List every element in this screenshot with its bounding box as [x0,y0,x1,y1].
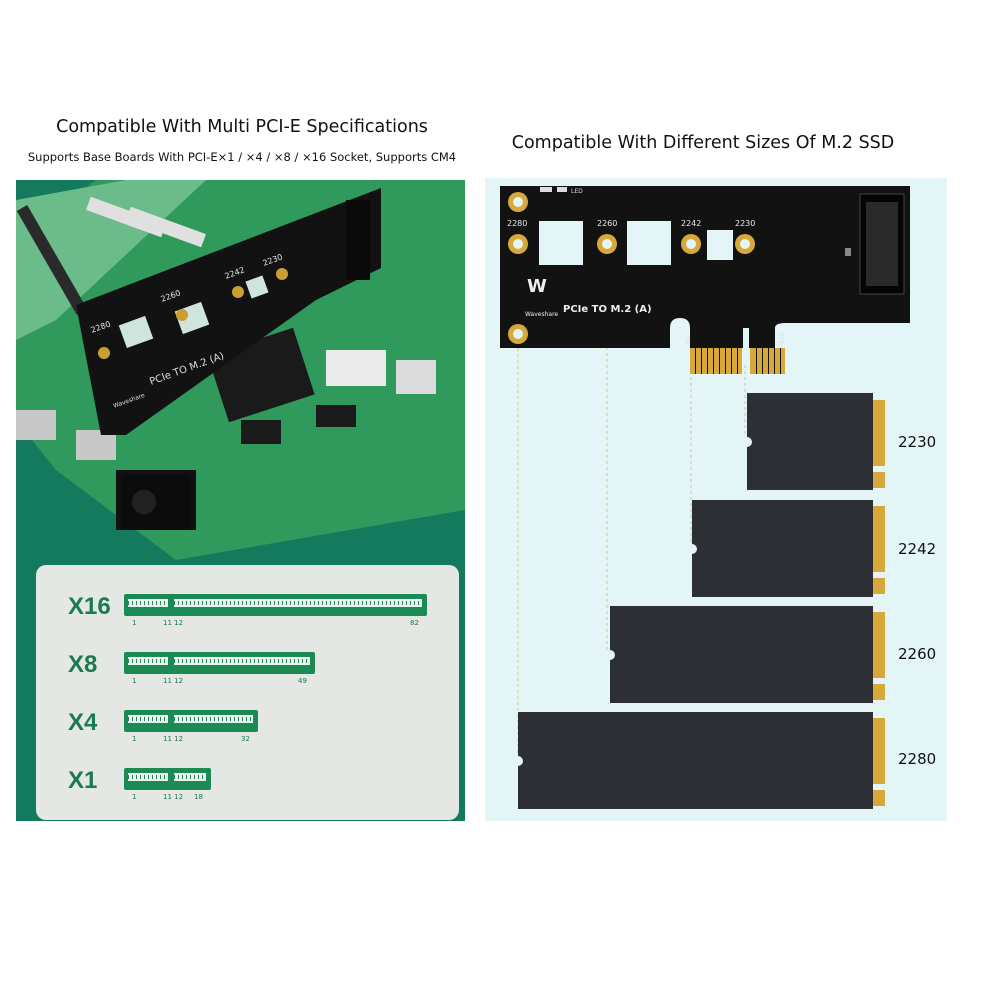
pcie-slot-card: X16 1 11 12 82 X8 1 11 12 49 X4 1 11 12 … [36,565,459,820]
right-hole-label-2280: 2280 [507,219,527,228]
brand-label: Waveshare [525,311,558,318]
left-title: Compatible With Multi PCI-E Specificatio… [56,117,428,137]
pcie-edge-connector-b [750,348,785,374]
ssd-2230 [742,393,885,490]
pin-label-b18: B18 [779,332,786,344]
x1-pin-key: 11 12 [163,793,184,801]
ssd-label-2260: 2260 [898,645,937,663]
right-hole-label-2242: 2242 [681,219,701,228]
right-hole-label-2230: 2230 [735,219,755,228]
x8-pin-key: 11 12 [163,677,184,685]
slot-label-x4: X4 [68,709,98,736]
led-label: LED [571,188,583,195]
x8-pin-end: 49 [298,677,307,685]
ssd-label-2280: 2280 [898,750,937,768]
ssd-label-2230: 2230 [898,433,937,451]
right-board-label: PCIe TO M.2 (A) [563,304,652,315]
pcie-x1-slot [124,768,211,790]
ssd-2242 [687,500,885,597]
x1-pin-end: 18 [194,793,203,801]
right-hole-label-2260: 2260 [597,219,617,228]
pcie-x8-slot [124,652,315,674]
ssd-label-2242: 2242 [898,540,937,558]
waveshare-logo: W [527,276,547,297]
pcie-edge-connector-a [690,348,742,374]
x1-pin-start: 1 [132,793,137,801]
slot-label-x8: X8 [68,651,98,678]
x4-pin-end: 32 [241,735,250,743]
adapter-board [500,186,910,348]
left-subtitle: Supports Base Boards With PCI-E×1 / ×4 /… [27,150,457,164]
ssd-2280 [513,712,885,809]
ssd-2260 [605,606,885,703]
slot-label-x1: X1 [68,767,98,794]
x16-pin-start: 1 [132,619,137,627]
x8-pin-start: 1 [132,677,137,685]
pcie-x4-slot [124,710,258,732]
product-photo-panel: PCIe TO M.2 (A) Waveshare 2280 2260 2242… [16,180,465,821]
x16-pin-key: 11 12 [163,619,184,627]
pcie-x16-slot [124,594,427,616]
slot-label-x16: X16 [68,593,111,620]
x4-pin-start: 1 [132,735,137,743]
baseboard-photo: PCIe TO M.2 (A) Waveshare 2280 2260 2242… [16,180,465,560]
pin-label-b1: B1 [685,336,692,344]
x16-pin-end: 82 [410,619,419,627]
m2-size-diagram: 2280 2260 2242 2230 LED PCIe TO M.2 (A) … [500,186,910,809]
ssd-size-panel: 2280 2260 2242 2230 LED PCIe TO M.2 (A) … [485,178,947,821]
x4-pin-key: 11 12 [163,735,184,743]
right-title: Compatible With Different Sizes Of M.2 S… [511,133,895,153]
